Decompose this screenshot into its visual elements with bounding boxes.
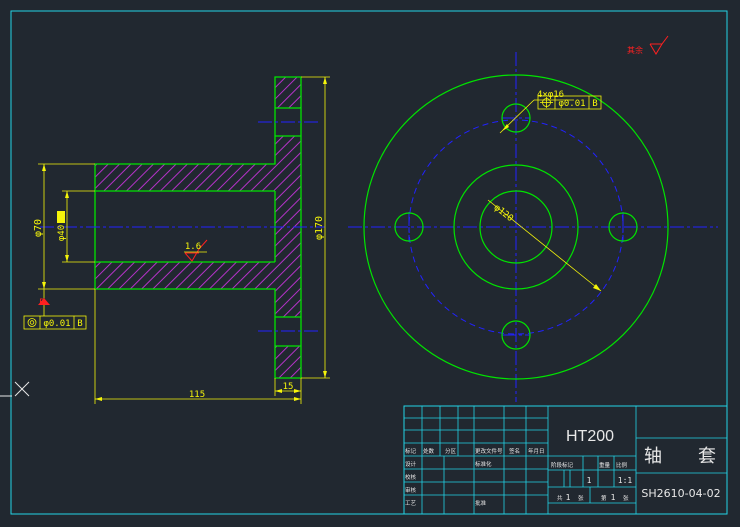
bore-dimension-marker xyxy=(57,211,65,223)
general-roughness-note: 其余 xyxy=(627,35,669,55)
tb-header: 标记 xyxy=(405,447,417,455)
dim-arrow xyxy=(65,191,69,198)
tb-row-label: 校核 xyxy=(405,473,417,481)
front-view: φ120 4×φ16 φ0.01 B xyxy=(348,52,718,402)
dim-arrow xyxy=(294,397,301,401)
svg-text:1.6: 1.6 xyxy=(185,242,201,252)
tb-standard-label: 标准化 xyxy=(475,460,492,468)
tb-scale-label: 比例 xyxy=(616,461,628,469)
tb-sheet-no-label: 第 xyxy=(601,494,607,502)
tb-header: 处数 xyxy=(423,447,435,455)
tb-stage-label: 阶段标记 xyxy=(551,461,574,469)
dim-arrow xyxy=(593,284,601,291)
hole-callout-text: 4×φ16 xyxy=(537,90,564,100)
dim-text-bore: φ40 xyxy=(57,225,67,241)
bolt-circle-dim-line xyxy=(487,199,602,292)
tb-row-label: 工艺 xyxy=(405,500,417,507)
datum-symbol-b: B xyxy=(38,298,50,308)
svg-text:φ0.01: φ0.01 xyxy=(43,319,70,329)
dim-arrow xyxy=(42,164,46,171)
dim-arrow xyxy=(294,389,301,393)
coaxiality-frame: φ0.01 B xyxy=(23,315,87,330)
dim-text-bolt-circle: φ120 xyxy=(492,203,515,224)
hatch-flange-bottom xyxy=(275,346,301,378)
bolt-circle xyxy=(408,119,624,335)
section-view: φ70 φ40 φ170 115 15 1.6 B φ0.01 B xyxy=(23,76,330,404)
dim-arrow xyxy=(65,255,69,262)
svg-text:其余: 其余 xyxy=(627,45,643,55)
svg-text:B: B xyxy=(77,319,82,329)
bolt-hole-top xyxy=(501,103,531,133)
bolt-hole-bottom xyxy=(501,320,531,350)
tb-sheet-unit: 张 xyxy=(578,494,584,502)
hatch-hub-bottom xyxy=(95,262,275,289)
coaxiality-icon xyxy=(27,318,37,327)
svg-text:B: B xyxy=(592,99,597,109)
bolt-hole-left xyxy=(394,212,424,242)
dim-arrow xyxy=(275,389,282,393)
dim-text-flange: φ170 xyxy=(314,216,325,240)
tb-header: 分区 xyxy=(445,447,457,455)
hub-outer-circle xyxy=(453,164,579,290)
position-tolerance-frame: φ0.01 B xyxy=(537,95,602,110)
tb-row-label: 设计 xyxy=(405,460,417,468)
tb-weight-label: 重量 xyxy=(599,461,611,469)
bolt-hole-right xyxy=(608,212,638,242)
tb-approve-label: 批准 xyxy=(475,499,487,507)
tb-sheet-total: 1 xyxy=(566,493,571,502)
dim-text-flange-thickness: 15 xyxy=(283,382,294,392)
tb-material: HT200 xyxy=(566,428,614,445)
dim-arrow xyxy=(502,124,509,131)
hatch-hub-top xyxy=(95,164,275,191)
tb-quantity: 1 xyxy=(587,476,592,485)
tb-sheet-unit-2: 张 xyxy=(623,494,629,502)
dim-text-length: 115 xyxy=(189,390,205,400)
dim-arrow xyxy=(323,371,327,378)
title-block: 标记 处数 分区 更改文件号 签名 年月日 设计 校核 审核 工艺 标准化 批准… xyxy=(403,405,728,515)
cursor-crosshair-icon xyxy=(0,381,30,397)
tb-header: 年月日 xyxy=(528,447,545,455)
hatch-flange-top xyxy=(275,77,301,108)
tb-sheet-no: 1 xyxy=(611,493,616,502)
bore-circle xyxy=(479,190,553,264)
tb-sheet-total-label: 共 xyxy=(557,494,563,502)
dim-arrow xyxy=(42,282,46,289)
drawing-frame xyxy=(10,10,728,515)
dim-arrow xyxy=(95,397,102,401)
tb-drawing-number: SH2610-04-02 xyxy=(641,487,720,500)
flange-outer-circle xyxy=(363,74,669,380)
tb-header: 签名 xyxy=(509,447,520,455)
tb-scale: 1:1 xyxy=(618,476,633,485)
tb-part-name: 轴 套 xyxy=(644,446,716,467)
dim-arrow xyxy=(323,77,327,84)
svg-text:φ0.01: φ0.01 xyxy=(558,99,585,109)
dim-text-outer-hub: φ70 xyxy=(33,219,44,237)
roughness-symbol-bore: 1.6 xyxy=(184,239,208,262)
svg-text:B: B xyxy=(39,298,44,308)
tb-header: 更改文件号 xyxy=(475,447,503,455)
tb-row-label: 审核 xyxy=(405,486,417,494)
